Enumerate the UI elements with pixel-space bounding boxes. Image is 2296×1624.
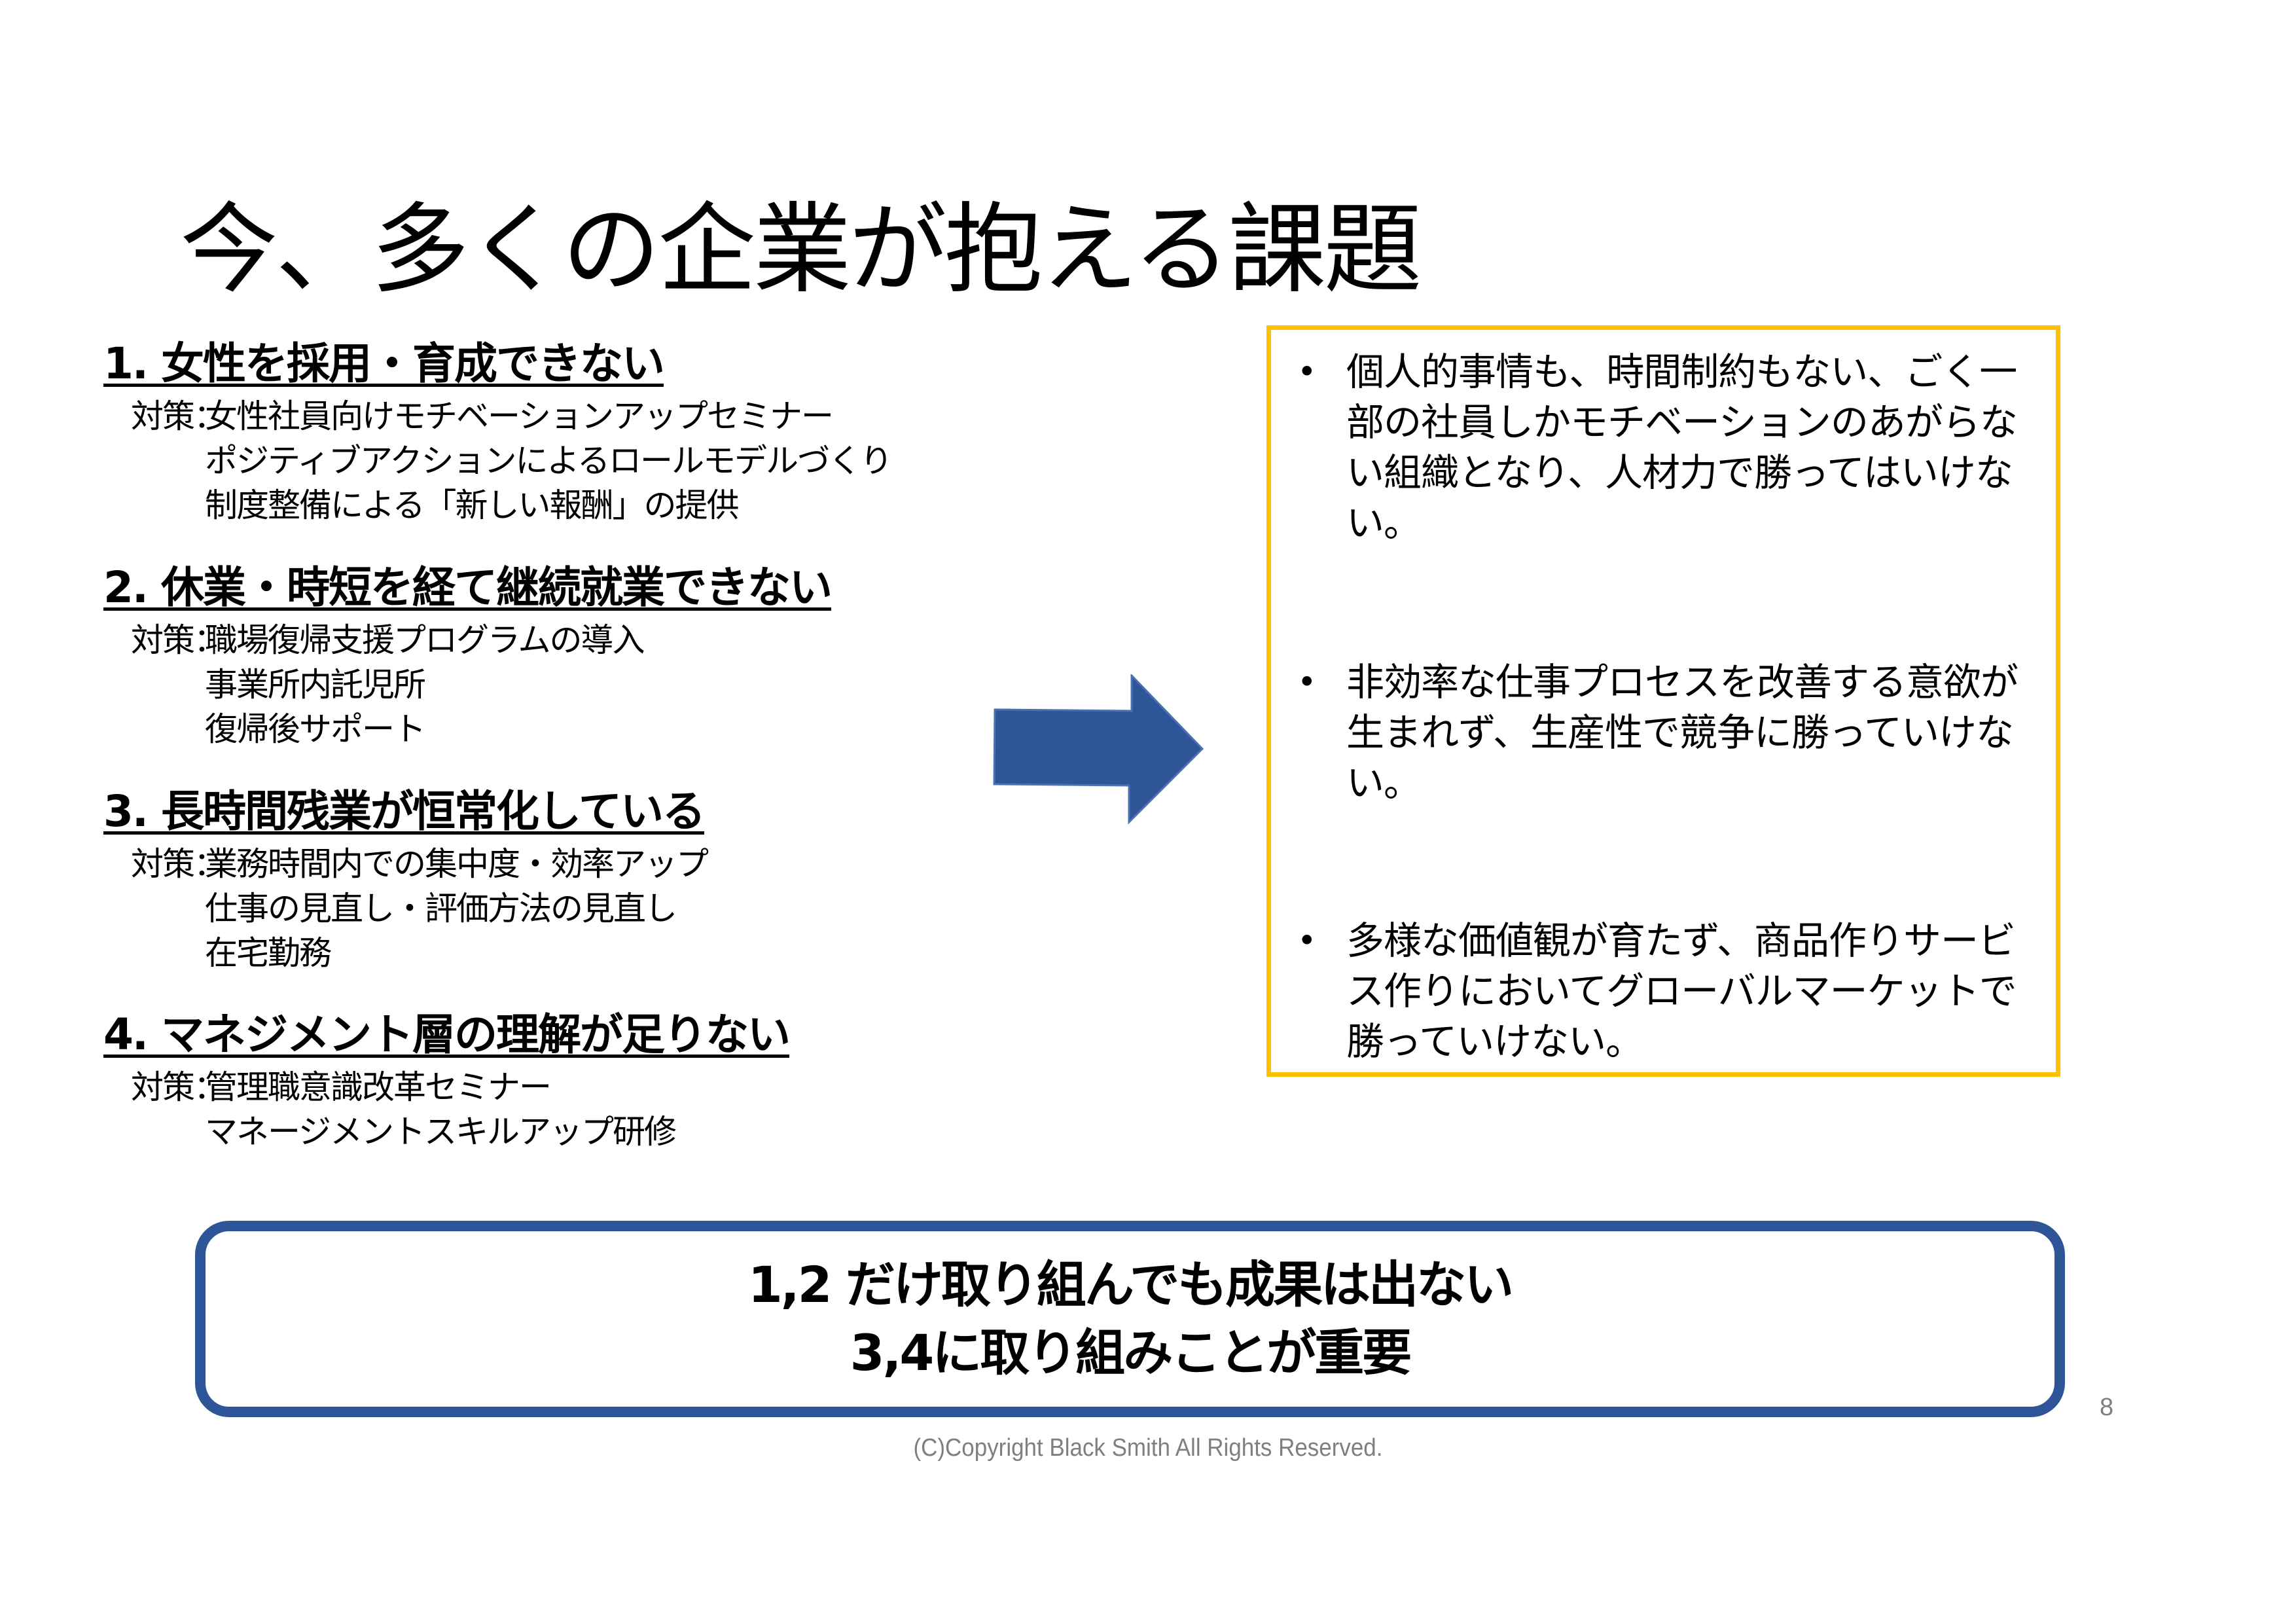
- issue-heading: 4. マネジメント層の理解が足りない: [103, 1009, 791, 1060]
- issue-4: 4. マネジメント層の理解が足りない 対策： 管理職意識改革セミナー 対策： マ…: [103, 1009, 791, 1154]
- issue-3: 3. 長時間残業が恒常化している 対策： 業務時間内での集中度・効率アップ 対策…: [103, 785, 709, 975]
- measure-item: 対策： 復帰後サポート: [103, 707, 831, 751]
- measures-list: 対策： 職場復帰支援プログラムの導入 対策： 事業所内託児所 対策： 復帰後サポ…: [103, 618, 831, 751]
- measures-list: 対策： 管理職意識改革セミナー 対策： マネージメントスキルアップ研修: [103, 1065, 789, 1154]
- conclusion-line-2: 3,4に取り組みことが重要: [850, 1324, 1412, 1382]
- measures-list: 対策： 女性社員向けモチベーションアップセミナー 対策： ポジティブアクションに…: [103, 394, 893, 528]
- measure-item: 対策： マネージメントスキルアップ研修: [103, 1110, 789, 1154]
- measure-text: 業務時間内での集中度・効率アップ: [205, 845, 709, 883]
- measure-item: 対策： 管理職意識改革セミナー: [103, 1065, 789, 1110]
- measure-label: 対策：: [131, 845, 226, 883]
- measure-text: 管理職意識改革セミナー: [205, 1068, 552, 1106]
- measure-text: マネージメントスキルアップ研修: [205, 1113, 677, 1151]
- measure-text: 職場復帰支援プログラムの導入: [205, 621, 645, 659]
- issue-heading: 2. 休業・時短を経て継続就業できない: [103, 562, 833, 613]
- measure-text: 在宅勤務: [205, 934, 332, 972]
- measure-item: 対策： 仕事の見直し・評価方法の見直し: [103, 886, 708, 931]
- measure-text: 女性社員向けモチベーションアップセミナー: [205, 397, 834, 435]
- issue-heading: 3. 長時間残業が恒常化している: [103, 786, 706, 837]
- measure-text: 制度整備による「新しい報酬」の提供: [205, 486, 739, 524]
- measure-item: 対策： 在宅勤務: [103, 931, 708, 975]
- consequence-item: • 非効率な仕事プロセスを改善する意欲が生まれず、生産性で競争に勝っていけない。: [1297, 657, 2050, 808]
- issue-1: 1. 女性を採用・育成できない 対策： 女性社員向けモチベーションアップセミナー…: [103, 338, 893, 528]
- consequence-item: • 個人的事情も、時間制約もない、ごく一部の社員しかモチベーションのあがらない組…: [1297, 347, 2050, 549]
- measure-item: 対策： 事業所内託児所: [103, 662, 831, 707]
- bullet-icon: •: [1297, 663, 1317, 701]
- bullet-icon: •: [1297, 922, 1317, 960]
- conclusion-line-1: 1,2 だけ取り組んでも成果は出ない: [747, 1255, 1514, 1314]
- issue-2: 2. 休業・時短を経て継続就業できない 対策： 職場復帰支援プログラムの導入 対…: [103, 562, 833, 751]
- measure-label: 対策：: [131, 397, 226, 435]
- measure-item: 対策： 女性社員向けモチベーションアップセミナー: [103, 394, 891, 439]
- measure-item: 対策： 業務時間内での集中度・効率アップ: [103, 842, 709, 886]
- consequence-text: 個人的事情も、時間制約もない、ごく一部の社員しかモチベーションのあがらない組織と…: [1346, 350, 2018, 545]
- measure-label: 対策：: [131, 621, 226, 659]
- issue-heading: 1. 女性を採用・育成できない: [103, 338, 665, 389]
- right-arrow-icon: [993, 674, 1204, 825]
- measure-text: ポジティブアクションによるロールモデルづくり: [205, 442, 893, 480]
- consequence-text: 非効率な仕事プロセスを改善する意欲が生まれず、生産性で競争に勝っていけない。: [1346, 660, 2018, 805]
- measure-text: 仕事の見直し・評価方法の見直し: [205, 890, 677, 928]
- bullet-icon: •: [1297, 353, 1317, 391]
- measure-item: 対策： 職場復帰支援プログラムの導入: [103, 618, 831, 662]
- measure-label: 対策：: [131, 1068, 226, 1106]
- copyright-footer: (C)Copyright Black Smith All Rights Rese…: [913, 1434, 1383, 1462]
- conclusion-box: 1,2 だけ取り組んでも成果は出ない 3,4に取り組みことが重要: [195, 1221, 2065, 1417]
- consequences-box: • 個人的事情も、時間制約もない、ごく一部の社員しかモチベーションのあがらない組…: [1266, 325, 2060, 1077]
- consequence-item: • 多様な価値観が育たず、商品作りサービス作りにおいてグローバルマーケットで勝っ…: [1297, 916, 2050, 1067]
- measures-list: 対策： 業務時間内での集中度・効率アップ 対策： 仕事の見直し・評価方法の見直し…: [103, 842, 709, 975]
- page-number: 8: [2100, 1394, 2114, 1421]
- slide-title: 今、多くの企業が抱える課題: [180, 193, 1422, 307]
- measure-text: 事業所内託児所: [205, 666, 426, 704]
- measure-item: 対策： ポジティブアクションによるロールモデルづくり: [103, 439, 893, 483]
- measure-item: 対策： 制度整備による「新しい報酬」の提供: [103, 483, 891, 528]
- measure-text: 復帰後サポート: [205, 710, 426, 748]
- consequence-text: 多様な価値観が育たず、商品作りサービス作りにおいてグローバルマーケットで勝ってい…: [1346, 918, 2017, 1064]
